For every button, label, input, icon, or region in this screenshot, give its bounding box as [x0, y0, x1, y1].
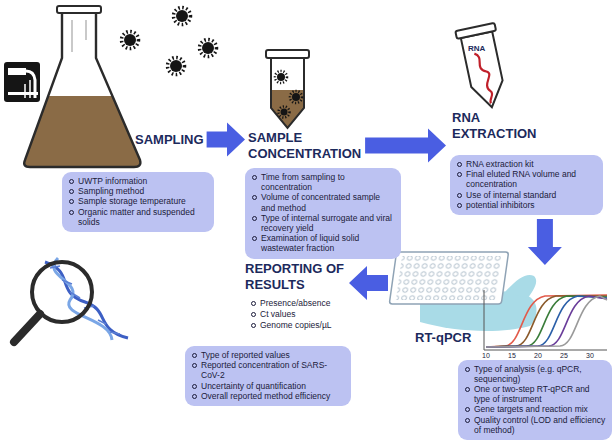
bullet-marker [69, 179, 74, 184]
result-item: Presence/absence [250, 298, 334, 308]
stage-heading: SAMPLE CONCENTRATION [248, 130, 373, 162]
flow-arrow [349, 266, 388, 300]
rna-tube [455, 23, 511, 112]
bullet-marker [192, 394, 197, 399]
bullet-item: potential inhibitors [456, 200, 597, 210]
magnifier-dna [14, 258, 128, 342]
result-item: Ct values [250, 309, 334, 319]
bullet-item: Sampling method [68, 186, 208, 196]
virus-particles [122, 8, 217, 75]
bullet-marker [192, 363, 197, 368]
bullet-marker [69, 210, 74, 215]
stage-heading: REPORTING OF RESULTS [245, 261, 363, 293]
amplification-curve [486, 296, 607, 347]
axis-number: 20 [531, 352, 545, 360]
bullet-item: UWTP information [68, 176, 208, 186]
bullet-item: Volume of concentrated sample and method [251, 192, 395, 212]
bullet-item: Use of internal standard [456, 190, 597, 200]
stage-box: SAMPLE CONCENTRATIONTime from sampling t… [245, 168, 401, 259]
bullet-item: Examination of liquid solid wastewater f… [251, 233, 395, 253]
axis-number: 15 [505, 352, 519, 360]
bullet-item: Quality control (LOD and efficiency of m… [464, 415, 606, 435]
stage-heading: SAMPLING [135, 132, 245, 148]
stage-box: RT-qPCRType of analysis (e.g. qPCR, sequ… [458, 360, 612, 440]
bullet-item: Sample storage temperature [68, 196, 208, 206]
bullet-marker [457, 162, 462, 167]
bullet-marker [465, 367, 470, 372]
bullet-marker [69, 199, 74, 204]
bullet-item: RNA extraction kit [456, 159, 597, 169]
pcr-plate-hand [389, 252, 536, 331]
bullet-item: Organic matter and suspended solids [68, 207, 208, 227]
bullet-marker [251, 312, 256, 317]
flask [0, 6, 160, 176]
bullet-item: Gene targets and reaction mix [464, 404, 606, 414]
flow-arrow [365, 129, 446, 163]
bullet-marker [192, 353, 197, 358]
outfall-icon [4, 62, 40, 102]
amplification-curve [486, 295, 607, 347]
amplification-curves [484, 290, 607, 350]
bullet-marker [251, 301, 256, 306]
amplification-curve [486, 296, 607, 347]
bullet-marker [457, 172, 462, 177]
bullet-item: Type of analysis (e.g. qPCR, sequencing) [464, 364, 606, 384]
bullet-marker [252, 236, 257, 241]
bullet-item: One or two-step RT-qPCR and type of inst… [464, 384, 606, 404]
bullet-marker [457, 203, 462, 208]
bullet-item: Final eluted RNA volume and concentratio… [456, 169, 597, 189]
flow-arrow [528, 219, 562, 265]
bullet-item: Type of reported values [191, 350, 345, 360]
amplification-curve [486, 296, 607, 347]
bullet-marker [252, 195, 257, 200]
axis-number: 25 [557, 352, 571, 360]
stage-heading: RNA EXTRACTION [452, 110, 557, 142]
bullet-marker [465, 407, 470, 412]
stage-box: RNA EXTRACTIONRNA extraction kitFinal el… [450, 155, 603, 215]
bullet-marker [251, 323, 256, 328]
bullet-marker [252, 175, 257, 180]
tube-label: RNA [468, 44, 498, 54]
stage-box: SAMPLINGUWTP informationSampling methodS… [62, 172, 214, 232]
result-item: Genome copies/µL [250, 320, 334, 330]
bullet-marker [192, 384, 197, 389]
bullet-item: Type of internal surrogate and viral rec… [251, 213, 395, 233]
stage-heading: RT-qPCR [415, 330, 495, 346]
bullet-item: Uncertainty of quantification [191, 381, 345, 391]
bullet-marker [69, 189, 74, 194]
bullet-marker [252, 216, 257, 221]
axis-number: 30 [583, 352, 597, 360]
sample-tube [250, 50, 320, 135]
amplification-curve [486, 296, 607, 347]
bullet-item: Reported concentration of SARS-CoV-2 [191, 360, 345, 380]
bullet-marker [457, 193, 462, 198]
stage-box: REPORTING OF RESULTSType of reported val… [185, 346, 351, 406]
amplification-curve [486, 296, 607, 347]
bullet-marker [465, 387, 470, 392]
bullet-item: Overall reported method efficiency [191, 391, 345, 401]
flow-arrow [207, 123, 245, 157]
axis-number: 10 [479, 352, 493, 360]
bullet-marker [465, 418, 470, 423]
bullet-item: Time from sampling to concentration [251, 172, 395, 192]
